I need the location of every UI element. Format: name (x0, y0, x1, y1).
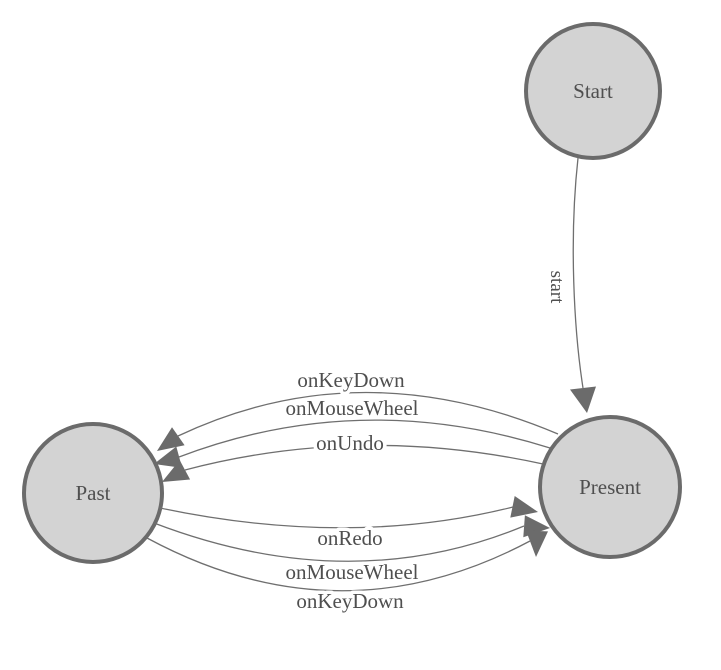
edge-past-to-present-onkeydown: onKeyDown (146, 530, 548, 617)
edge-onmousewheel-upper-label: onMouseWheel (286, 396, 419, 420)
edge-onkeydown-upper-arrowhead-icon (157, 427, 185, 451)
edge-onkeydown-lower-line[interactable] (146, 537, 531, 592)
edge-onkeydown-upper-label: onKeyDown (297, 368, 405, 392)
edge-onmousewheel-lower-label: onMouseWheel (286, 560, 419, 584)
edge-start-label: start (546, 271, 567, 304)
node-start-label: Start (573, 79, 613, 103)
edge-start-to-present: start (543, 157, 596, 413)
node-past-circle[interactable] (22, 422, 164, 564)
node-start-circle[interactable] (524, 22, 662, 160)
edge-present-to-past-onundo: onUndo (162, 428, 544, 482)
edge-onundo-label: onUndo (316, 431, 384, 455)
edge-onundo-line[interactable] (184, 444, 544, 471)
edge-present-to-past-onkeydown: onKeyDown (157, 365, 559, 451)
node-past: Past (22, 422, 164, 564)
edge-present-to-past-onmousewheel: onMouseWheel (154, 393, 551, 468)
node-present: Present (538, 415, 682, 559)
edge-onmousewheel-upper-line[interactable] (178, 419, 551, 458)
edge-past-to-present-onmousewheel: onMouseWheel (153, 515, 550, 588)
edge-onmousewheel-upper-arrowhead-icon (154, 446, 183, 468)
edge-onkeydown-lower-label: onKeyDown (296, 589, 404, 613)
edge-onundo-arrowhead-icon (162, 460, 191, 482)
edge-onmousewheel-lower-line[interactable] (153, 522, 525, 562)
edge-past-to-present-onredo: onRedo (159, 496, 538, 554)
node-present-circle[interactable] (538, 415, 682, 559)
edge-onredo-label: onRedo (317, 526, 382, 550)
node-start: Start (524, 22, 662, 160)
edge-onkeydown-lower-arrowhead-icon (526, 530, 548, 557)
edge-start-line[interactable] (572, 157, 584, 389)
node-present-label: Present (579, 475, 641, 499)
edge-onkeydown-upper-line[interactable] (177, 391, 559, 437)
node-past-label: Past (75, 481, 110, 505)
edge-start-arrowhead-icon (570, 386, 596, 413)
edge-onredo-line[interactable] (159, 506, 514, 529)
edge-onredo-arrowhead-icon (510, 496, 538, 518)
